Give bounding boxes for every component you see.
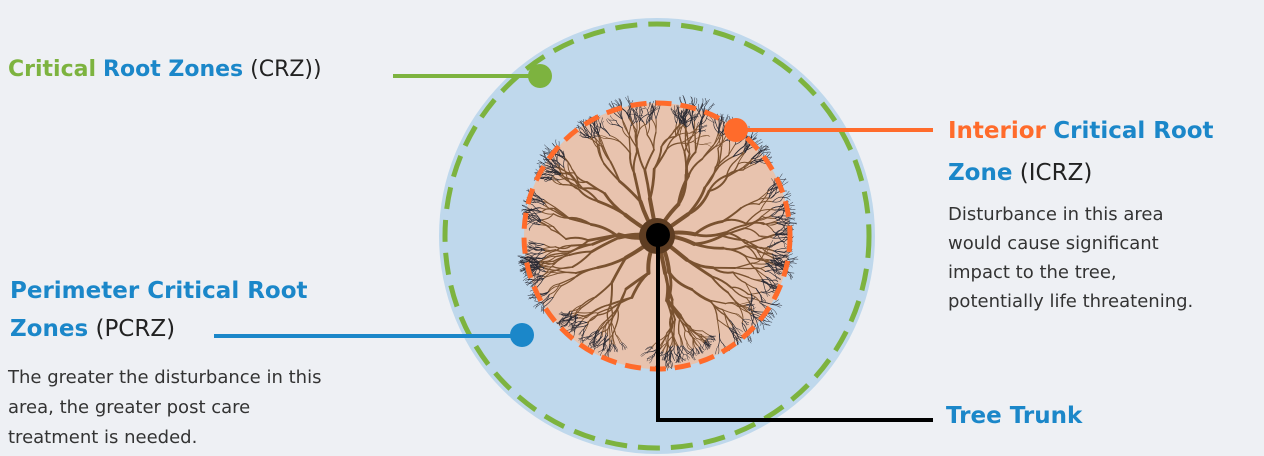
icrz-title-word2: Critical Root xyxy=(1053,118,1213,144)
tree-trunk-label: Tree Trunk xyxy=(946,403,1082,429)
pcrz-abbreviation: (PCRZ) xyxy=(95,316,175,342)
icrz-description-line: Disturbance in this area xyxy=(948,200,1193,229)
icrz-abbreviation: (ICRZ) xyxy=(1020,160,1093,186)
pcrz-description-line: area, the greater post care xyxy=(8,393,321,423)
crz-abbreviation: (CRZ)) xyxy=(250,57,321,82)
pcrz-leader-dot xyxy=(510,323,534,347)
tree-trunk-dot xyxy=(646,223,670,247)
root-branch xyxy=(629,138,630,153)
icrz-description-line: would cause significant xyxy=(948,229,1193,258)
pcrz-description-line: treatment is needed. xyxy=(8,423,321,453)
crz-title: Critical Root Zones (CRZ)) xyxy=(8,57,322,82)
icrz-title-word1: Interior xyxy=(948,118,1046,144)
pcrz-description: The greater the disturbance in this area… xyxy=(8,363,321,453)
root-branch xyxy=(735,268,752,269)
pcrz-title-word2: Zones xyxy=(10,316,88,342)
pcrz-title-word1: Perimeter Critical Root xyxy=(10,278,308,304)
icrz-description: Disturbance in this area would cause sig… xyxy=(948,200,1193,316)
root-branch xyxy=(695,132,696,152)
icrz-title-word3: Zone xyxy=(948,160,1012,186)
icrz-description-line: impact to the tree, xyxy=(948,258,1193,287)
crz-title-word1: Critical xyxy=(8,57,96,82)
icrz-description-line: potentially life threatening. xyxy=(948,287,1193,316)
crz-title-word2: Root Zones xyxy=(103,57,243,82)
icrz-leader-dot xyxy=(724,118,748,142)
icrz-title: Interior Critical Root Zone (ICRZ) xyxy=(948,110,1214,194)
pcrz-title: Perimeter Critical Root Zones (PCRZ) xyxy=(10,272,308,348)
crz-leader-dot xyxy=(528,64,552,88)
pcrz-description-line: The greater the disturbance in this xyxy=(8,363,321,393)
